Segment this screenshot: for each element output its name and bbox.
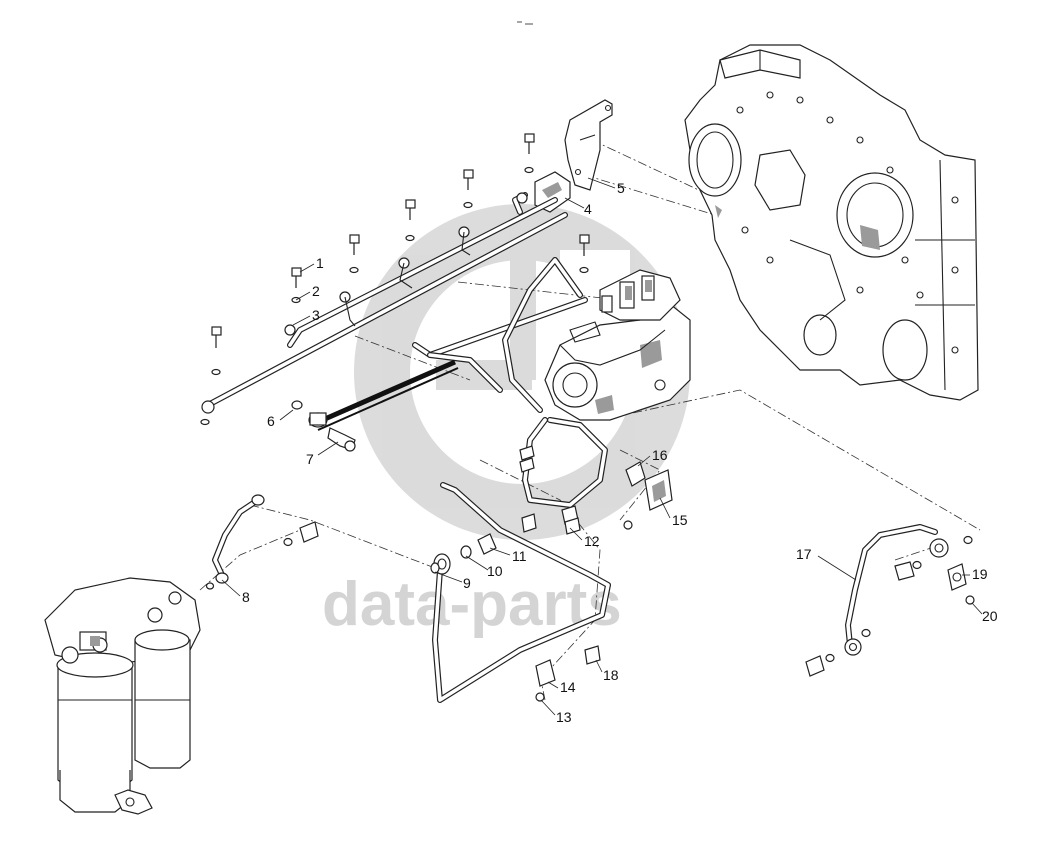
callout-14: 14 xyxy=(560,679,576,695)
mounting-bracket xyxy=(564,99,613,191)
callout-10: 10 xyxy=(487,563,503,579)
callout-2: 2 xyxy=(312,283,320,299)
banjo-fitting-7 xyxy=(327,427,356,452)
callout-8: 8 xyxy=(242,589,250,605)
callout-13: 13 xyxy=(556,709,572,725)
callout-17: 17 xyxy=(796,546,812,562)
callout-3: 3 xyxy=(312,307,320,323)
callout-12: 12 xyxy=(584,533,600,549)
callout-11: 11 xyxy=(512,548,527,564)
callout-20: 20 xyxy=(982,608,998,624)
callout-6: 6 xyxy=(267,413,275,429)
filter-feed-pipe xyxy=(205,494,319,590)
pipe-fittings xyxy=(430,533,497,574)
callout-labels: 1 2 3 4 5 6 7 8 9 10 11 12 13 14 15 16 1… xyxy=(242,180,998,725)
callout-4: 4 xyxy=(584,201,592,217)
scan-artifact xyxy=(517,21,533,25)
rail-bolts xyxy=(200,133,590,426)
clamp-block xyxy=(534,171,571,213)
callout-5: 5 xyxy=(617,180,625,196)
high-pressure-fuel-pump xyxy=(544,269,691,421)
callout-19: 19 xyxy=(972,566,988,582)
fuel-return-pipe xyxy=(316,257,588,431)
fuel-injection-line-rail xyxy=(201,192,568,414)
callout-15: 15 xyxy=(672,512,688,528)
callout-7: 7 xyxy=(306,451,314,467)
fuel-feed-pipe xyxy=(432,417,611,703)
engine-timing-gear-housing xyxy=(684,44,979,401)
callout-leaders xyxy=(221,177,983,716)
callout-18: 18 xyxy=(603,667,619,683)
pipe-clips xyxy=(519,445,673,702)
banjo-fitting-6 xyxy=(291,400,328,428)
fuel-filter-assembly xyxy=(44,577,201,815)
callout-1: 1 xyxy=(316,255,324,271)
callout-9: 9 xyxy=(463,575,471,591)
assembly-centerlines xyxy=(199,139,981,701)
banjo-fitting-pipe xyxy=(805,524,975,677)
callout-16: 16 xyxy=(652,447,668,463)
